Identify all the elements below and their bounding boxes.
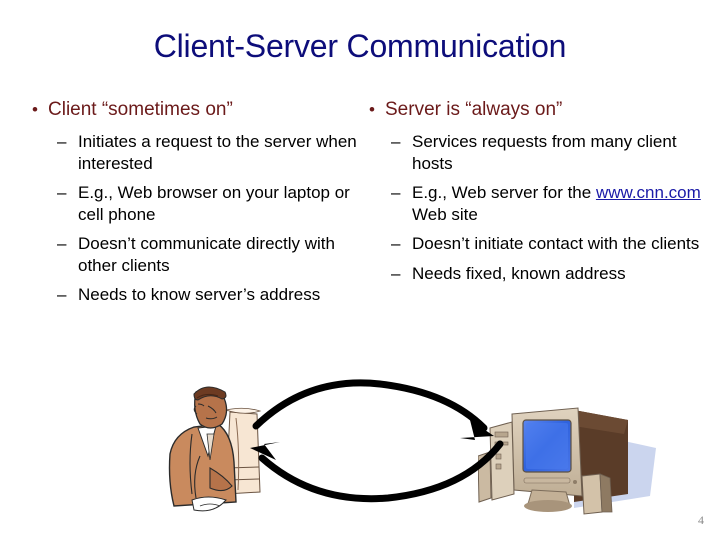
list-item: – Doesn’t communicate directly with othe… <box>26 233 366 276</box>
server-sub-bullets: – Services requests from many client hos… <box>363 131 720 284</box>
list-item-label: Doesn’t communicate directly with other … <box>78 234 335 275</box>
desktop-computer-illustration <box>477 390 668 525</box>
column-server: • Server is “always on” – Services reque… <box>363 98 720 292</box>
list-item-label: E.g., Web browser on your laptop or cell… <box>78 183 350 224</box>
list-item-label: Doesn’t initiate contact with the client… <box>412 234 700 253</box>
dash-bullet-icon: – <box>57 234 67 253</box>
list-item-label: Needs to know server’s address <box>78 285 321 304</box>
column-client: • Client “sometimes on” – Initiates a re… <box>26 98 366 314</box>
list-item: – Initiates a request to the server when… <box>26 131 366 174</box>
list-item-label: Initiates a request to the server when i… <box>78 132 357 173</box>
list-item-text-after: Web site <box>412 204 478 224</box>
client-heading: • Client “sometimes on” <box>26 98 366 122</box>
bidirectional-curved-arrows <box>248 378 538 508</box>
dash-bullet-icon: – <box>57 132 67 151</box>
businessman-at-computer-illustration <box>152 382 282 527</box>
list-item: – Services requests from many client hos… <box>363 131 720 174</box>
client-heading-label: Client “sometimes on” <box>48 99 233 120</box>
list-item: – Doesn’t initiate contact with the clie… <box>363 233 720 255</box>
cnn-link[interactable]: www.cnn.com <box>595 183 701 202</box>
server-heading: • Server is “always on” <box>363 98 720 122</box>
server-heading-label: Server is “always on” <box>385 99 563 120</box>
list-item-label: Needs fixed, known address <box>412 263 626 283</box>
list-item-label: E.g., Web server for the www.cnn.com Web… <box>412 182 720 225</box>
list-item: – E.g., Web browser on your laptop or ce… <box>26 182 366 225</box>
dash-bullet-icon: – <box>391 263 401 283</box>
dash-bullet-icon: – <box>391 183 401 202</box>
list-item-text-before: E.g., Web server for the <box>412 183 596 202</box>
bullet-dot-icon: • <box>32 100 38 119</box>
list-item-label: Services requests from many client hosts <box>412 132 677 173</box>
list-item: – Needs fixed, known address <box>363 263 720 285</box>
client-sub-bullets: – Initiates a request to the server when… <box>26 131 366 306</box>
dash-bullet-icon: – <box>391 132 401 151</box>
page-title: Client-Server Communication <box>153 28 567 64</box>
list-item: – Needs to know server’s address <box>26 284 366 306</box>
page-number: 4 <box>698 513 704 527</box>
bullet-dot-icon: • <box>369 100 375 119</box>
list-item: – E.g., Web server for the www.cnn.com W… <box>363 182 720 225</box>
dash-bullet-icon: – <box>57 183 67 202</box>
dash-bullet-icon: – <box>57 285 67 304</box>
dash-bullet-icon: – <box>391 234 401 253</box>
